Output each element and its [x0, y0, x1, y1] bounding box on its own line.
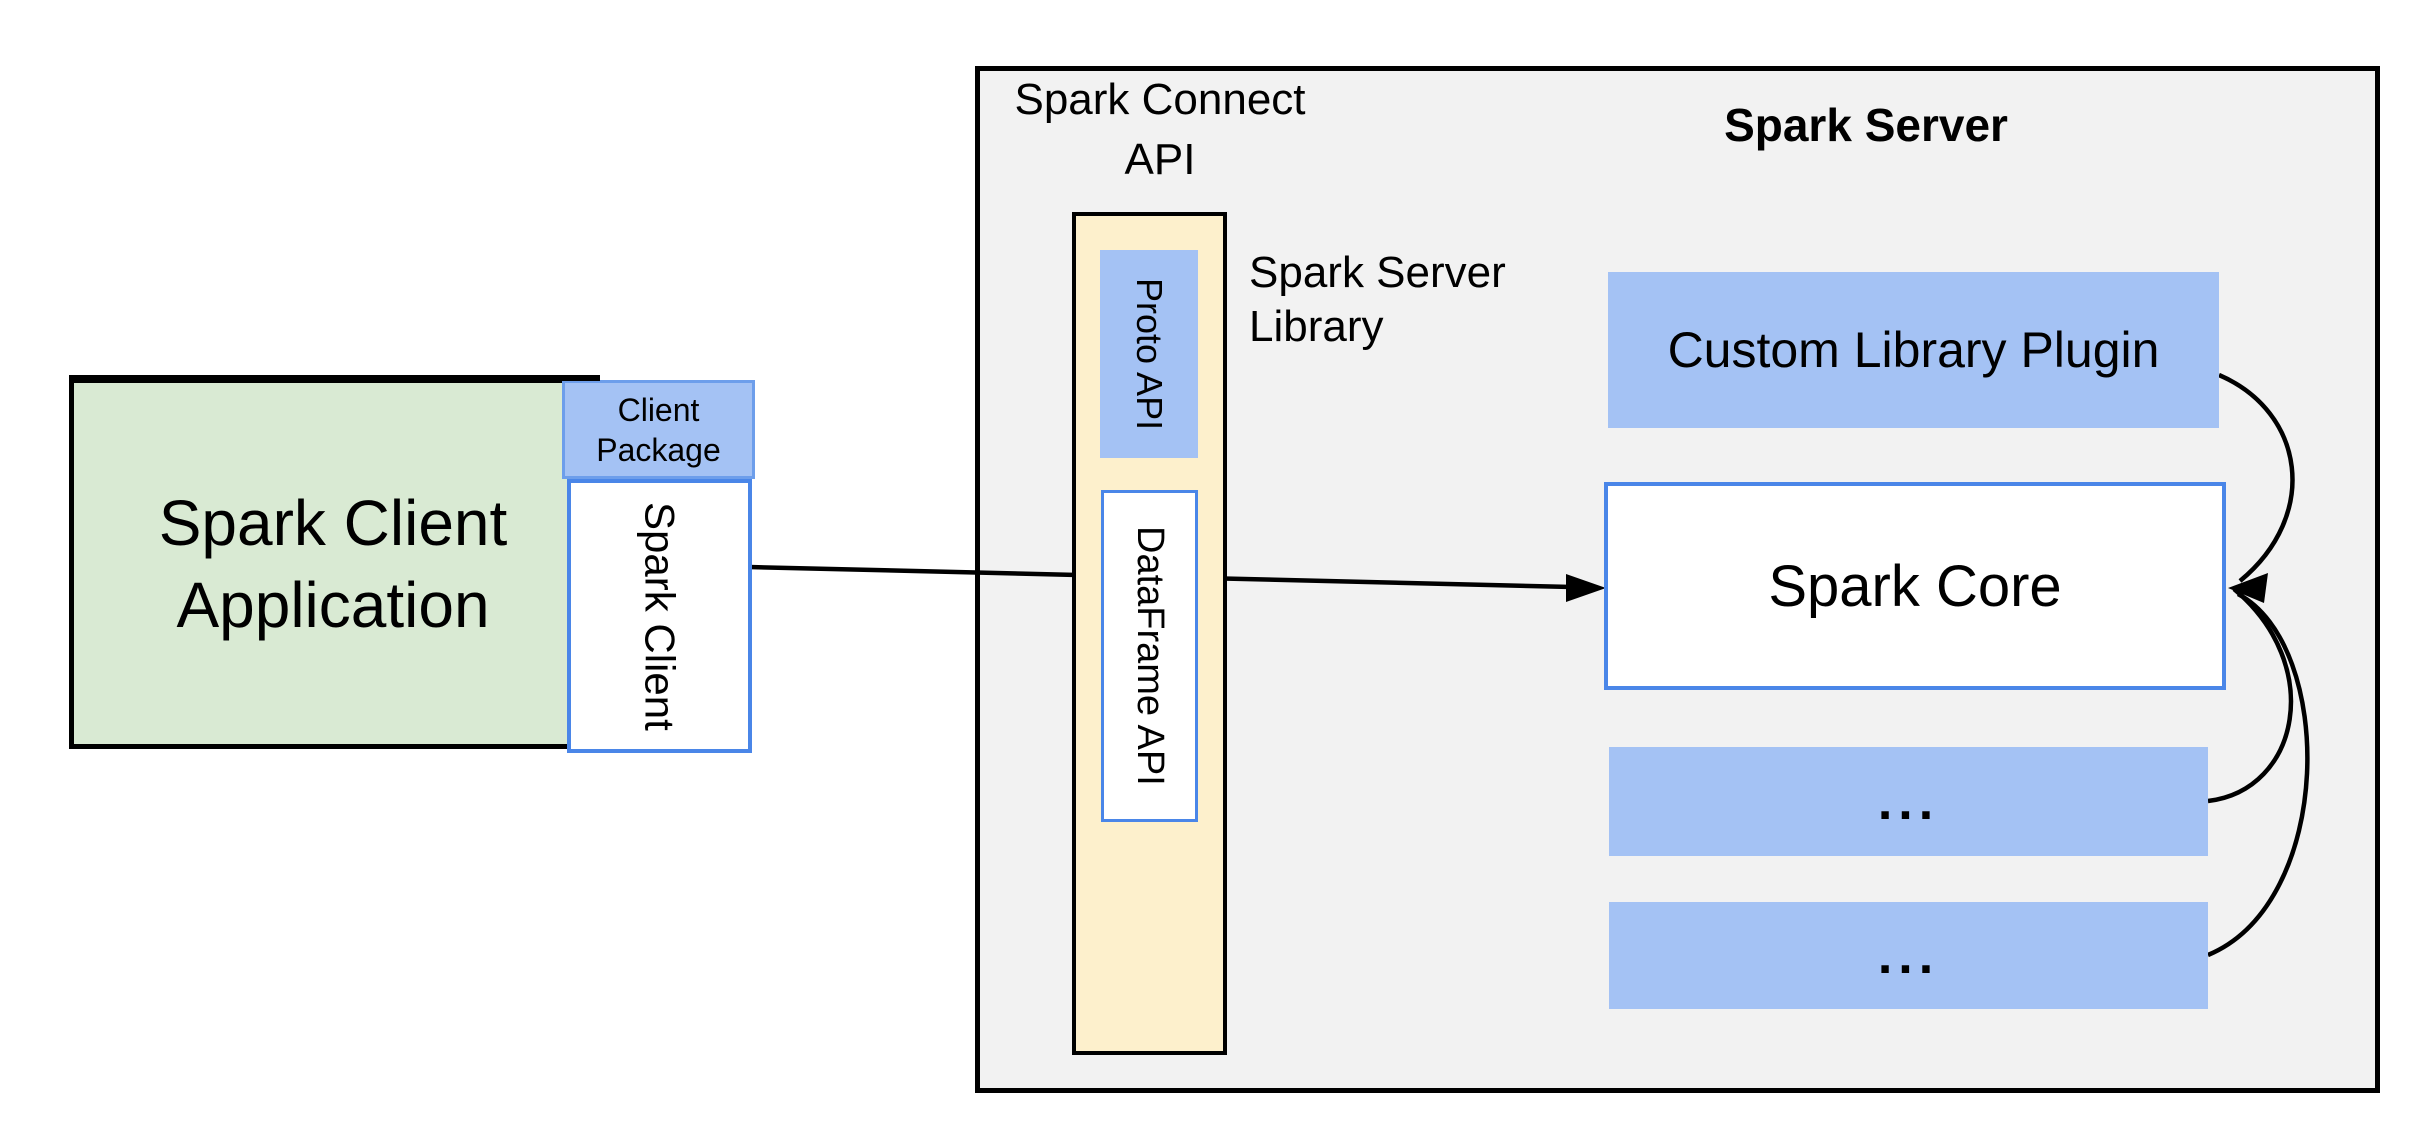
spark-client-application-box: Spark Client Application [69, 378, 597, 749]
dataframe-api-label: DataFrame API [1129, 526, 1171, 786]
custom-library-plugin-box: Custom Library Plugin [1608, 272, 2219, 428]
spark-server-library-label: Spark Server Library [1249, 248, 1506, 351]
spark-server-title: Spark Server [1724, 99, 2008, 151]
spark-client-label: Spark Client [636, 501, 684, 731]
client-package-label: Client Package [596, 391, 721, 468]
spark-client-application-label: Spark Client Application [158, 486, 508, 641]
dataframe-api-box: DataFrame API [1101, 490, 1198, 822]
spark-client-box: Spark Client [567, 479, 752, 753]
client-package-box: Client Package [562, 380, 755, 479]
ellipsis-box-1: ... [1609, 747, 2208, 856]
ellipsis-label-1: ... [1877, 772, 1940, 831]
spark-core-box: Spark Core [1604, 482, 2226, 690]
ellipsis-box-2: ... [1609, 902, 2208, 1009]
spark-core-label: Spark Core [1768, 553, 2062, 619]
custom-library-plugin-label: Custom Library Plugin [1667, 322, 2160, 378]
spark-connect-api-label: Spark Connect API [1014, 75, 1306, 184]
ellipsis-label-2: ... [1877, 926, 1940, 985]
proto-api-label: Proto API [1129, 277, 1170, 431]
green-box-top-border [69, 375, 600, 381]
proto-api-box: Proto API [1100, 250, 1198, 458]
